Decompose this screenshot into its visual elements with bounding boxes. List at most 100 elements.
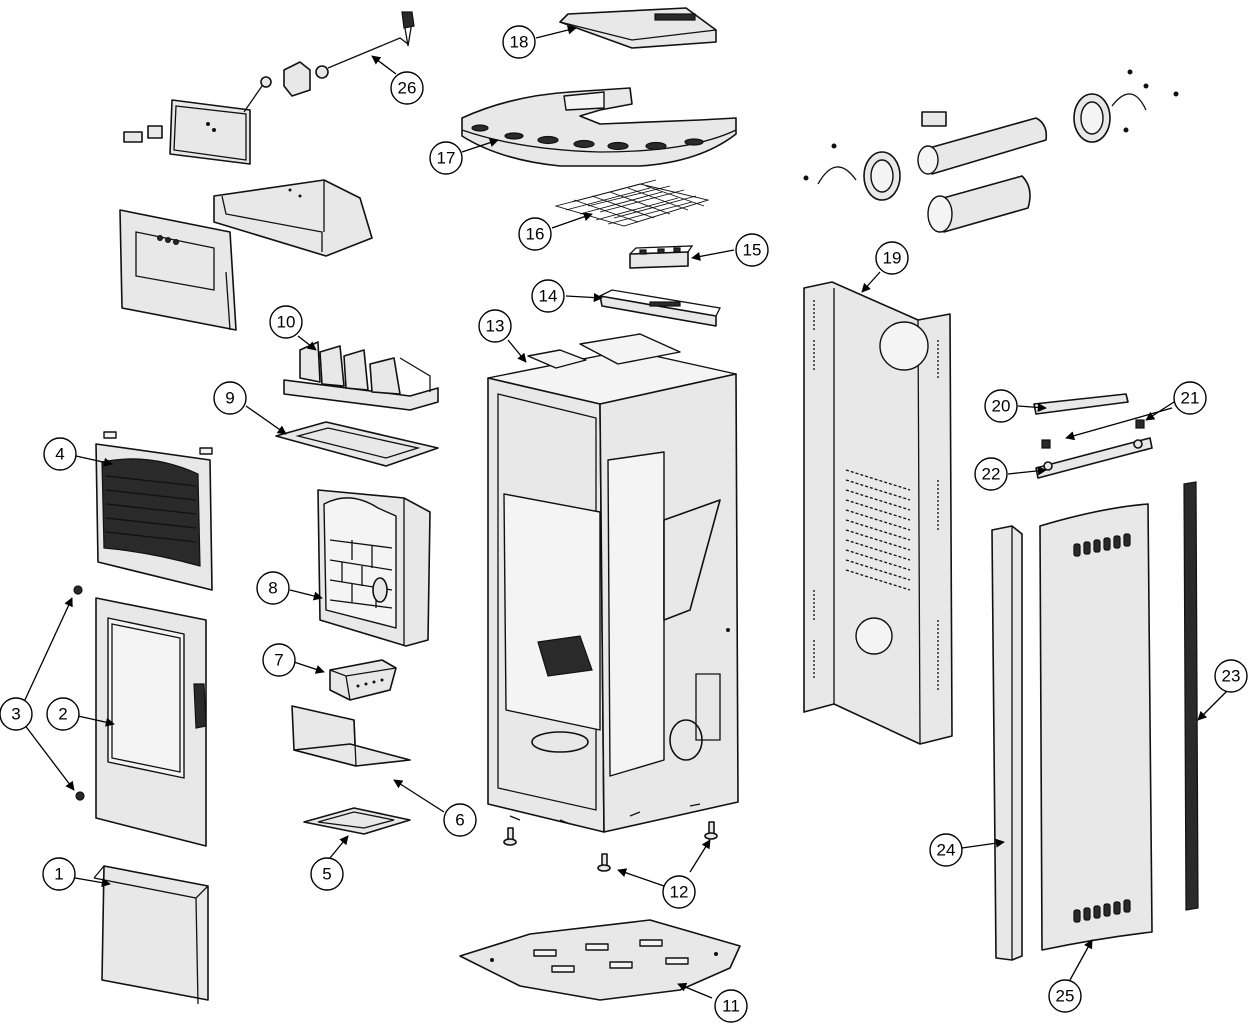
part-small-gasket (303, 807, 411, 835)
part-ash-tray (291, 705, 411, 767)
part-side-rail (1183, 481, 1199, 911)
leader-3b (23, 723, 75, 791)
svg-text:22: 22 (982, 465, 1001, 484)
leader-17 (461, 138, 499, 153)
part-leveling-feet (503, 821, 718, 872)
callout-19: 19 (875, 241, 909, 275)
part-front-grille (95, 431, 213, 591)
part-flue-pipe-set (803, 69, 1179, 233)
leader-26 (371, 55, 397, 75)
svg-text:16: 16 (526, 225, 545, 244)
leader-3a (23, 597, 73, 703)
callout-13: 13 (478, 309, 512, 343)
part-burn-pot (329, 659, 397, 701)
leader-10 (297, 335, 317, 351)
svg-text:8: 8 (268, 579, 277, 598)
leader-11 (677, 982, 713, 999)
leader-25 (1069, 939, 1093, 981)
part-bracket-plate (599, 289, 721, 327)
svg-text:15: 15 (743, 241, 762, 260)
callout-8: 8 (256, 571, 290, 605)
svg-text:24: 24 (937, 841, 956, 860)
leader-8 (289, 589, 323, 601)
callout-6: 6 (443, 803, 477, 837)
svg-text:20: 20 (992, 397, 1011, 416)
leader-16 (551, 212, 593, 229)
leader-7 (293, 661, 325, 674)
leader-5 (329, 835, 349, 859)
leader-21b (1065, 407, 1173, 441)
callout-20: 20 (984, 389, 1018, 423)
part-main-chassis (487, 333, 739, 833)
svg-text:9: 9 (225, 389, 234, 408)
callout-24: 24 (929, 833, 963, 867)
callout-7: 7 (262, 643, 296, 677)
callout-23: 23 (1214, 659, 1248, 693)
callout-18: 18 (502, 25, 536, 59)
part-firebox-back (317, 489, 431, 647)
callout-17: 17 (429, 141, 463, 175)
callout-15: 15 (735, 233, 769, 267)
part-top-lid-plate (559, 7, 717, 49)
callout-11: 11 (714, 989, 748, 1023)
callout-2: 2 (46, 697, 80, 731)
part-top-cover (461, 87, 737, 167)
part-rear-panel (803, 281, 953, 745)
callout-4: 4 (43, 437, 77, 471)
leader-1 (74, 877, 111, 888)
leader-12a (617, 868, 665, 887)
callout-26: 26 (390, 71, 424, 105)
leader-6 (393, 779, 445, 813)
leader-4 (75, 455, 113, 467)
svg-text:18: 18 (510, 33, 529, 52)
part-front-door (73, 585, 207, 847)
part-bottom-panel (93, 865, 209, 1005)
leader-20 (1017, 402, 1047, 412)
callout-10: 10 (269, 305, 303, 339)
svg-text:5: 5 (322, 865, 331, 884)
part-grate-mesh (554, 179, 710, 227)
svg-text:14: 14 (539, 287, 558, 306)
svg-text:21: 21 (1181, 389, 1200, 408)
svg-text:13: 13 (486, 317, 505, 336)
callout-22: 22 (974, 457, 1008, 491)
part-side-panel (1039, 503, 1153, 951)
part-control-panel (119, 209, 237, 331)
svg-text:17: 17 (437, 149, 456, 168)
callout-12: 12 (662, 875, 696, 909)
svg-text:11: 11 (722, 997, 740, 1016)
leader-13 (507, 339, 527, 363)
part-small-block (629, 245, 694, 269)
callout-16: 16 (518, 217, 552, 251)
callout-1: 1 (42, 857, 76, 891)
leader-2 (77, 715, 115, 727)
svg-text:4: 4 (55, 445, 64, 464)
svg-text:26: 26 (398, 79, 417, 98)
callout-14: 14 (531, 279, 565, 313)
part-base-plate (459, 919, 741, 1001)
part-control-bracket (213, 179, 373, 257)
svg-text:3: 3 (11, 705, 20, 724)
svg-text:10: 10 (277, 313, 296, 332)
part-lever-mechanism (123, 11, 415, 165)
leader-18 (535, 25, 577, 39)
callout-5: 5 (310, 857, 344, 891)
part-side-column (991, 525, 1023, 961)
leader-23 (1197, 689, 1229, 721)
svg-text:7: 7 (274, 651, 283, 670)
svg-text:2: 2 (58, 705, 67, 724)
svg-text:23: 23 (1222, 667, 1241, 686)
part-gasket-frame (275, 421, 439, 467)
leader-15 (691, 249, 735, 261)
svg-text:1: 1 (54, 865, 63, 884)
part-baffle-assembly (283, 341, 439, 411)
part-top-brackets (1033, 393, 1153, 479)
svg-text:25: 25 (1056, 987, 1075, 1006)
leader-12b (689, 839, 711, 873)
leader-14 (565, 293, 603, 303)
callout-21: 21 (1173, 381, 1207, 415)
leader-22 (1007, 466, 1047, 476)
callout-3: 3 (0, 697, 33, 731)
